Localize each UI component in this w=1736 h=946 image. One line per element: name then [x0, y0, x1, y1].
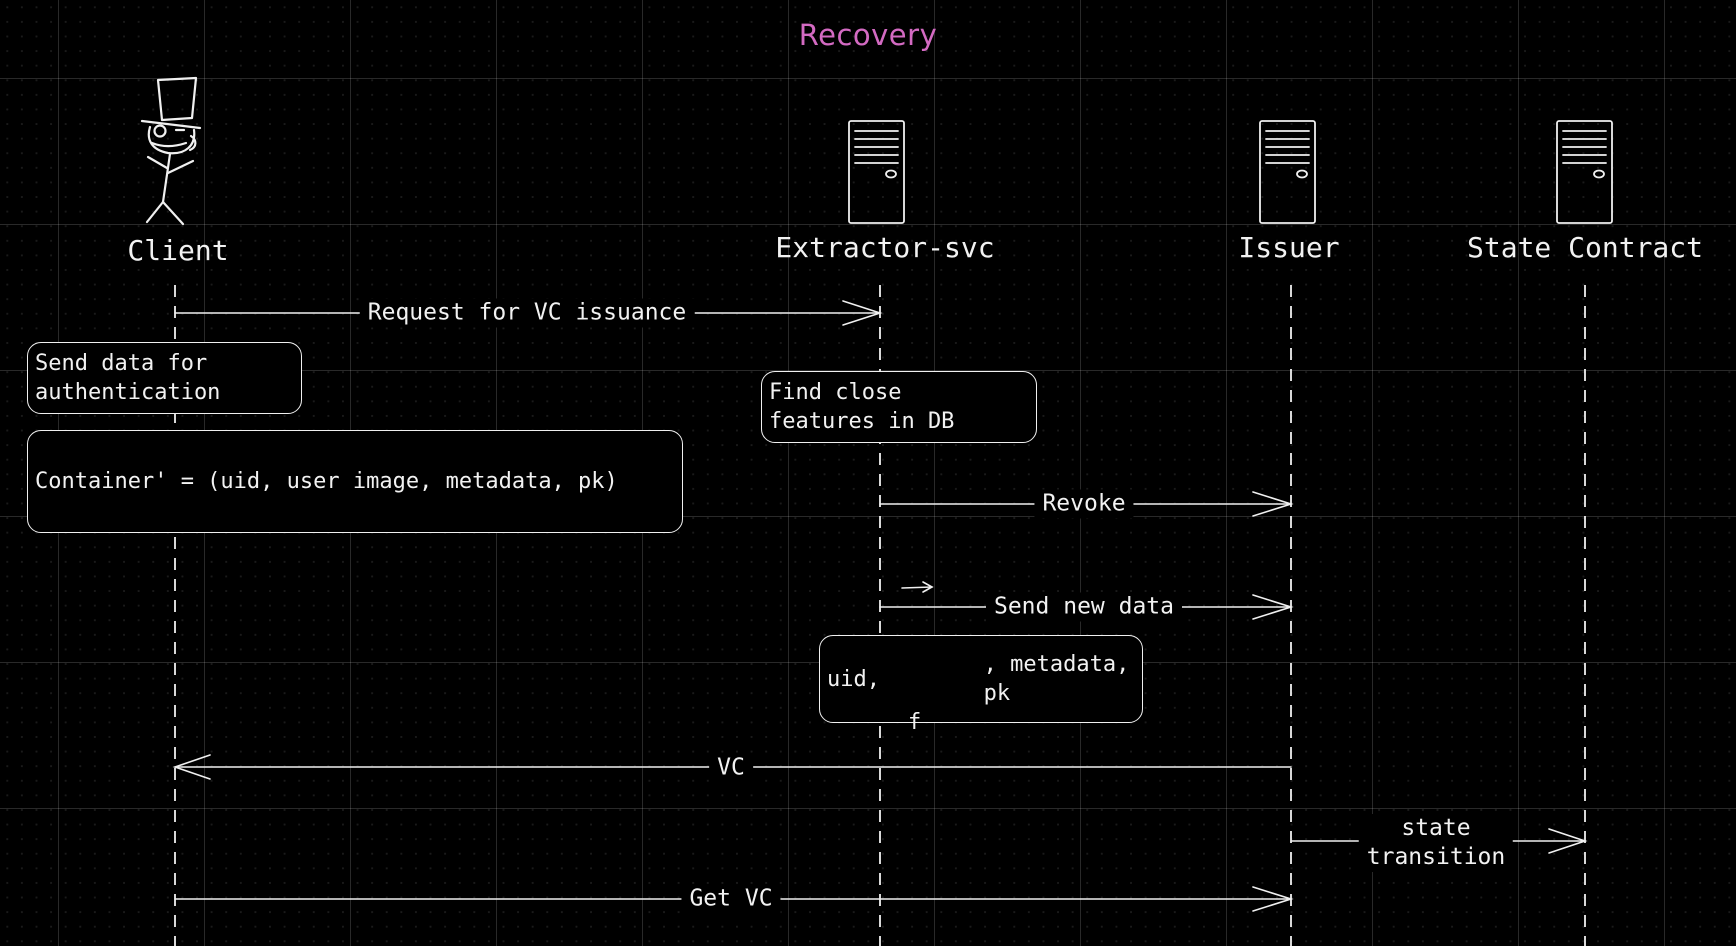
- server-icon: [848, 120, 905, 224]
- message-label-revoke: Revoke: [1034, 489, 1134, 519]
- note-new-data-suffix: , metadata, pk: [983, 652, 1143, 706]
- server-icon: [1556, 120, 1613, 224]
- note-container: Container' = (uid, user image, metadata,…: [27, 430, 683, 533]
- note-new-data-prefix: uid,: [827, 666, 880, 692]
- actor-label-issuer: Issuer: [1238, 231, 1340, 264]
- message-label-request: Request for VC issuance: [359, 298, 695, 328]
- note-send-data: Send data for authentication: [27, 342, 302, 414]
- message-label-state-transition: state transition: [1358, 814, 1514, 872]
- actor-label-extractor: Extractor-svc: [775, 231, 995, 264]
- message-label-get-vc: Get VC: [681, 884, 781, 914]
- vector-f-letter: f: [907, 710, 922, 735]
- vector-arrow-icon: [901, 581, 934, 593]
- note-find-close: Find close features in DB: [761, 371, 1037, 443]
- diagram-title: Recovery: [798, 18, 938, 52]
- server-icon: [1259, 120, 1316, 224]
- message-label-send-new-data: Send new data: [985, 592, 1183, 622]
- actor-label-client: Client: [127, 234, 229, 267]
- note-new-data: uid, f , metadata, pk: [819, 581, 1143, 735]
- actor-label-state: State Contract: [1466, 231, 1704, 264]
- note-container-text: Container' = (uid, user image, metadata,…: [35, 469, 618, 494]
- stick-figure-top-hat-icon: [140, 76, 202, 226]
- message-label-vc: VC: [709, 753, 753, 783]
- vector-f: f: [901, 581, 984, 766]
